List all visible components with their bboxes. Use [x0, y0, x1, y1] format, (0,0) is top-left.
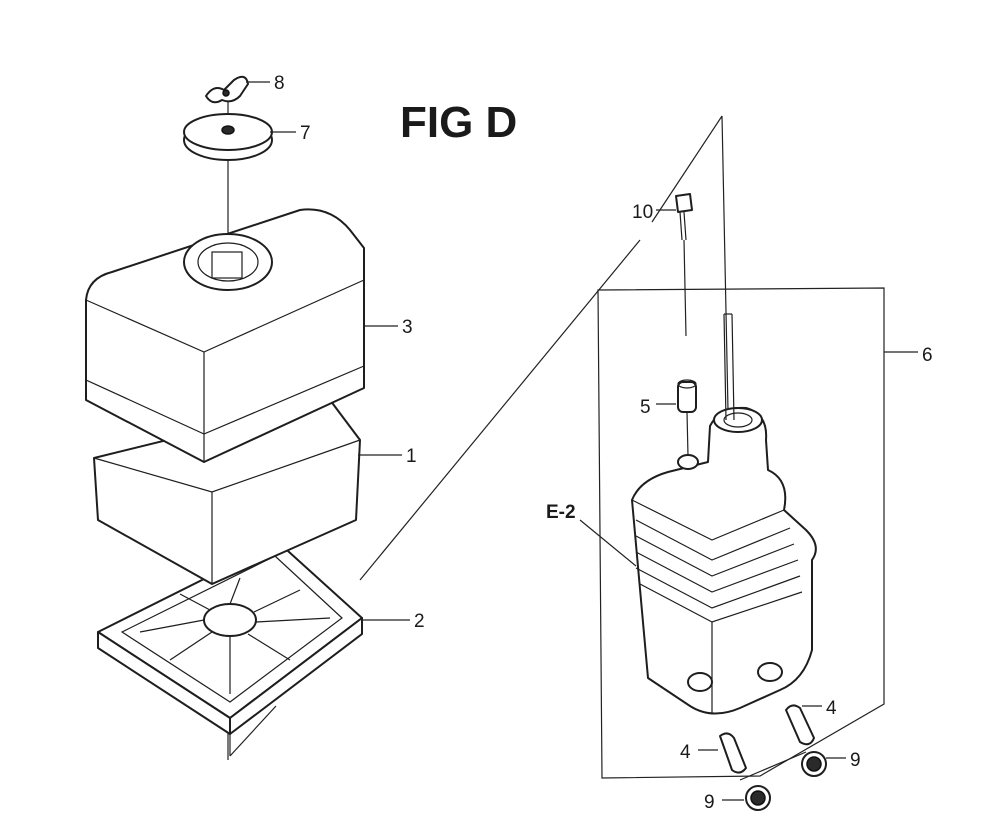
- part-9-nut-left: [745, 785, 771, 811]
- part-8-wing-nut: [205, 75, 249, 104]
- callout-4-right: 4: [826, 698, 837, 719]
- callout-2: 2: [414, 611, 425, 632]
- callout-6: 6: [922, 345, 933, 366]
- part-6-boundary: [597, 287, 885, 779]
- callout-4-left: 4: [680, 742, 691, 763]
- callout-5: 5: [640, 397, 651, 418]
- part-10-bolt: [675, 193, 693, 241]
- elbow-stud: [723, 313, 735, 421]
- callout-7: 7: [300, 123, 311, 144]
- part-5-collar: [677, 379, 697, 413]
- part-4-dowel-pin-left: [719, 732, 747, 774]
- guide-line-vertical: [721, 115, 729, 411]
- part-7-washer: [183, 113, 273, 161]
- callout-9-left: 9: [704, 792, 715, 813]
- elbow-body: [631, 406, 817, 715]
- part-4-dowel-pin-right: [785, 704, 815, 746]
- callout-8: 8: [274, 73, 285, 94]
- reference-e2-leader: [579, 519, 637, 567]
- guide-line-left: [359, 239, 641, 581]
- guide-line-bottom: [739, 751, 807, 781]
- part-9-nut-right: [801, 751, 827, 777]
- part-2-base-plate: [97, 541, 363, 735]
- part-3-cover: [85, 208, 365, 463]
- callout-1: 1: [406, 446, 417, 467]
- callout-9-right: 9: [850, 750, 861, 771]
- callout-10: 10: [632, 202, 653, 223]
- reference-e2: E-2: [546, 502, 576, 523]
- guide-line-top: [651, 115, 723, 223]
- figure-title: FIG D: [400, 98, 517, 147]
- base-lower-line-2: [229, 705, 277, 757]
- callout-3: 3: [402, 317, 413, 338]
